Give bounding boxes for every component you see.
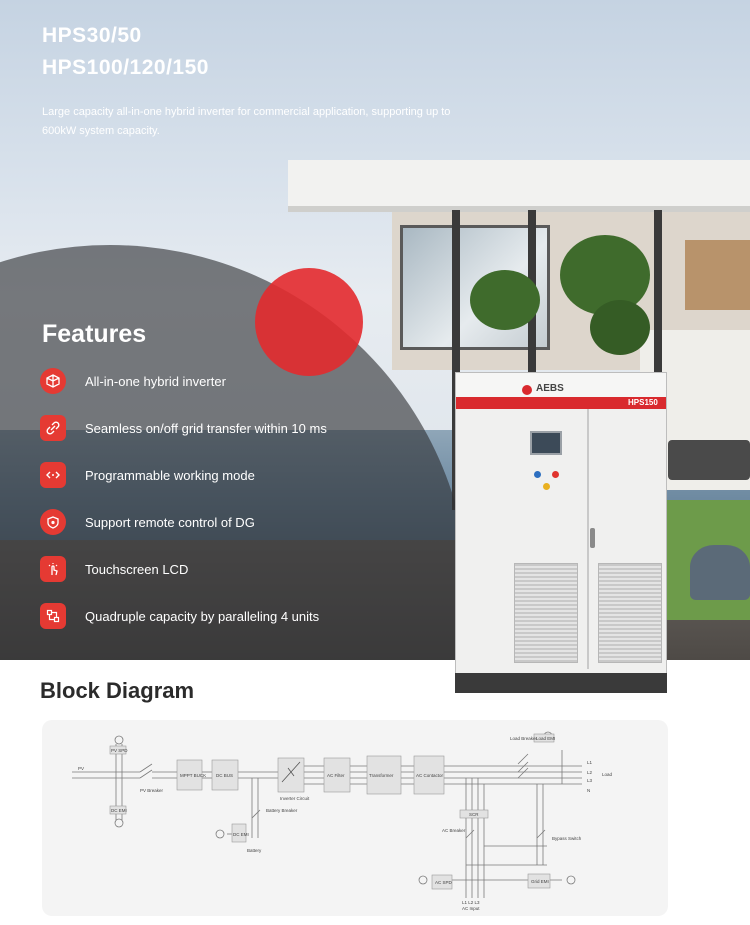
ac-contactor-box [413,755,445,795]
label-mppt-buck: MPPT BUCK [180,773,206,778]
ac-filter-box [323,757,351,793]
label-ac-input: AC Input [462,906,480,911]
label-battery-breaker: Battery Breaker [266,808,298,813]
load-emi-box [533,733,555,743]
label-grid-emi: Grid EMI [531,879,549,884]
feature-item: All-in-one hybrid inverter [40,366,226,396]
brand-logo-icon [522,385,532,395]
tree [470,270,540,330]
cabinet-red-stripe [456,397,666,409]
block-diagram-heading: Block Diagram [40,678,195,703]
cabinet-button [534,471,541,478]
label-load: Load [602,772,613,777]
label-load-emi: Load EMI [536,736,555,741]
label-ac-input-phases: L1 L2 L3 [462,900,480,905]
product-title-line2: HPS100/120/150 [42,56,209,79]
label-inverter-circuit: Inverter Circuit [280,796,310,801]
mppt-buck-box [176,759,203,791]
parallel-icon [40,603,66,629]
product-subtitle: Large capacity all-in-one hybrid inverte… [42,106,451,137]
label-pv-breaker: PV Breaker [140,788,164,793]
label-bypass-switch: Bypass Switch [552,836,582,841]
pv-spd-box [109,745,127,755]
label-ac-contactor: AC Contactor [416,773,444,778]
label-n: N [587,788,590,793]
sofa [668,440,750,480]
house-pillar [654,210,662,380]
grid-emi-box [527,873,551,889]
feature-label: Touchscreen LCD [85,561,189,577]
feature-item: Seamless on/off grid transfer within 10 … [40,413,327,443]
cabinet-button [543,483,550,490]
feature-item: Support remote control of DG [40,507,255,537]
cabinet-base [455,673,667,693]
label-pv: PV [78,766,84,771]
feature-label: Programmable working mode [85,467,255,483]
feature-label: Support remote control of DG [85,514,255,530]
air-vent [514,563,578,663]
house-roof [288,160,750,212]
feature-item: Quadruple capacity by paralleling 4 unit… [40,601,319,631]
feature-item: Programmable working mode [40,460,255,490]
transformer-box [366,755,402,795]
touchscreen-lcd [530,431,562,455]
code-icon [40,462,66,488]
label-l1: L1 [587,760,593,765]
feature-item: Touchscreen LCD [40,554,188,584]
house-wood-panel [685,240,750,310]
decorative-red-circle [255,268,363,376]
label-pv-spd: PV SPD [111,748,128,753]
label-dc-emi: DC EMI [111,808,127,813]
label-transformer: Transformer [369,773,394,778]
inverter-circuit-box [277,757,305,793]
feature-label: Quadruple capacity by paralleling 4 unit… [85,608,320,624]
cabinet-brand: AEBS [536,383,564,394]
scr-box [459,809,489,819]
touch-icon [40,556,66,582]
dc-bus-box [211,759,239,791]
features-heading: Features [42,320,147,348]
block-diagram-panel: PV SPD PV DC EMI PV Breaker MPPT BUCK DC… [42,720,668,916]
label-l3: L3 [587,778,593,783]
tree [560,235,650,315]
label-ac-breaker: AC Breaker [442,828,466,833]
cabinet-door-seam [587,409,589,669]
remote-icon [40,509,66,535]
planter [690,545,750,600]
cabinet-model: HPS150 [628,398,658,407]
feature-label: All-in-one hybrid inverter [85,373,226,389]
cabinet-button [552,471,559,478]
ac-spd-box [431,874,453,890]
label-l2: L2 [587,770,593,775]
door-handle [590,528,595,548]
tree [590,300,650,355]
feature-label: Seamless on/off grid transfer within 10 … [85,420,327,436]
house-pillar [452,210,460,510]
link-icon [40,415,66,441]
label-dc-bus: DC BUS [216,773,233,778]
label-ac-spd: AC SPD [435,880,453,885]
label-load-breaker: Load Breaker [510,736,538,741]
dc-emi-box [109,805,127,815]
air-vent [598,563,662,663]
block-diagram-svg: PV SPD PV DC EMI PV Breaker MPPT BUCK DC… [72,731,613,911]
inverter-cabinet: AEBS HPS150 [455,372,667,693]
label-battery: Battery [247,848,262,853]
battery-dc-emi-box [231,823,247,843]
product-title-line1: HPS30/50 [42,24,142,47]
label-ac-filter: AC Filter [327,773,345,778]
label-battery-dc-emi: DC EMI [233,832,249,837]
label-scr: SCR [469,812,479,817]
cube-icon [40,368,66,394]
